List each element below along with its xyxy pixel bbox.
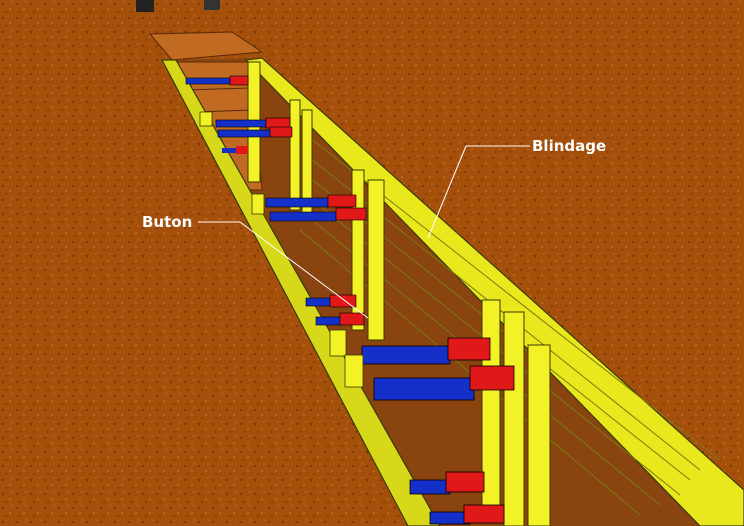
strut-6 bbox=[361, 337, 515, 401]
blindage-leader-line-2 bbox=[427, 145, 467, 239]
distant-object-left bbox=[136, 0, 154, 12]
strut-7 bbox=[409, 471, 505, 525]
strut-1 bbox=[185, 75, 249, 86]
trench-far-end bbox=[148, 31, 264, 61]
distant-object-right bbox=[204, 0, 220, 10]
strut-4 bbox=[265, 194, 367, 222]
strut-3 bbox=[222, 146, 248, 154]
buton-leader-line-2 bbox=[239, 221, 369, 319]
brackets-left bbox=[199, 111, 364, 388]
strut-2 bbox=[215, 117, 293, 138]
label-buton: Buton bbox=[142, 213, 192, 231]
label-blindage: Blindage bbox=[532, 137, 606, 155]
shoring-panel-right bbox=[244, 57, 744, 526]
strut-5 bbox=[305, 294, 365, 326]
vertical-posts bbox=[247, 61, 551, 526]
shoring-panel-left bbox=[161, 59, 441, 526]
